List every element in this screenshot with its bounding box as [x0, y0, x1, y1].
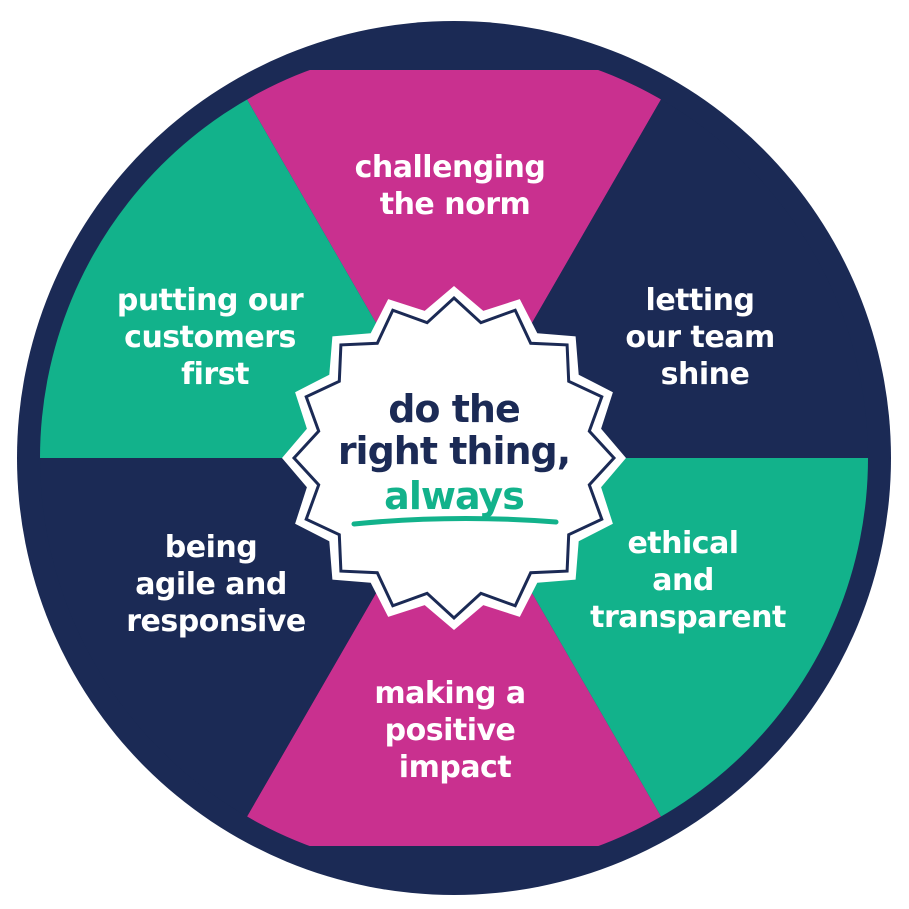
segment-label-lower-left: being agile and responsive [126, 530, 305, 639]
always-underline-swoosh [351, 515, 559, 527]
center-title-line-1: do the [388, 387, 520, 431]
center-title-line-2: right thing, [338, 429, 570, 473]
center-title-line-3: always [384, 474, 524, 518]
segment-top-wedge [230, 70, 678, 458]
segment-label-lower-right: ethical and transparent [590, 526, 786, 635]
segment-bottom-wedge [230, 458, 678, 846]
segment-label-bottom: making a positive impact [374, 676, 535, 785]
segment-label-upper-right: letting our team shine [625, 283, 784, 392]
center-starburst-inner [291, 295, 617, 621]
segment-label-upper-left: putting our customers first [117, 283, 313, 392]
segment-label-top: challenging the norm [355, 150, 556, 222]
